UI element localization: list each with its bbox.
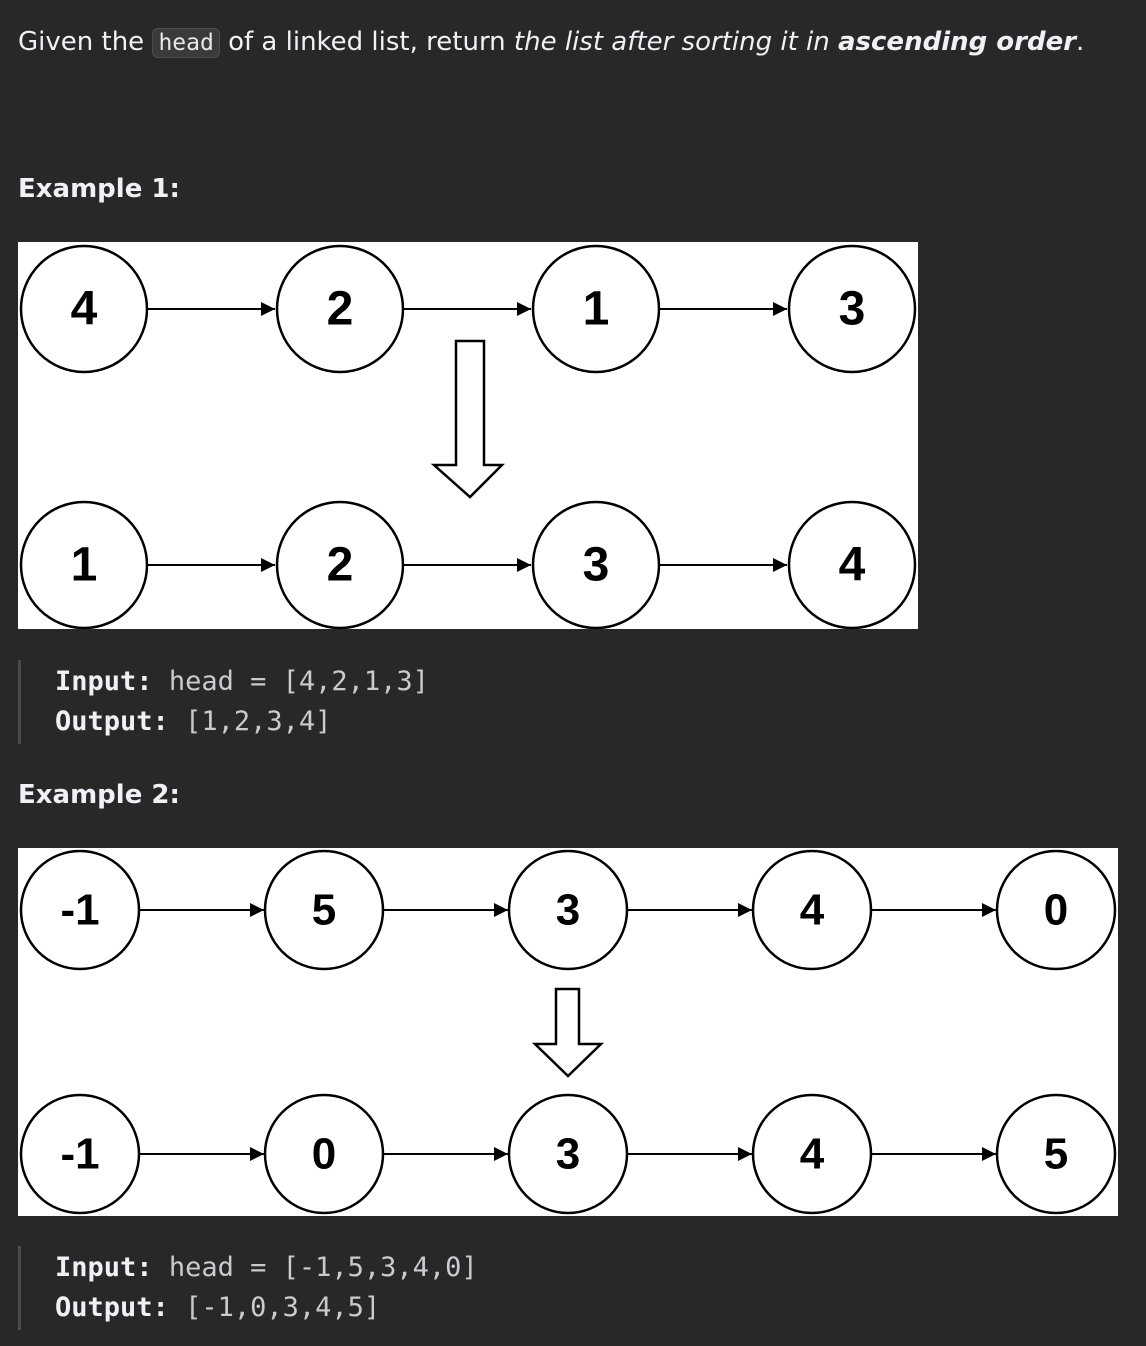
intro-prefix: Given the [18, 27, 145, 57]
node-value: 5 [312, 886, 336, 935]
node-value: 5 [1044, 1130, 1068, 1179]
example-1-diagram: 4 2 1 3 1 2 3 4 [18, 242, 918, 629]
list-node: 2 [275, 244, 405, 374]
output-label: Output: [55, 706, 169, 737]
list-node: 4 [751, 1093, 873, 1215]
list-node: 1 [19, 500, 149, 629]
node-value: 3 [556, 886, 580, 935]
sort-down-arrow [531, 987, 605, 1078]
node-value: 3 [556, 1130, 580, 1179]
node-value: -1 [60, 886, 99, 935]
example-2-diagram: -1 5 3 4 0 -1 0 3 4 5 [18, 848, 1118, 1216]
list-node: 3 [507, 1093, 629, 1215]
sort-down-arrow [430, 339, 506, 499]
example-2-heading: Example 2: [18, 780, 180, 810]
list-node: -1 [19, 1093, 141, 1215]
node-value: 3 [839, 283, 866, 336]
output-value: [-1,0,3,4,5] [185, 1292, 381, 1323]
node-value: 0 [312, 1130, 336, 1179]
node-value: -1 [60, 1130, 99, 1179]
input-label: Input: [55, 1252, 153, 1283]
output-label: Output: [55, 1292, 169, 1323]
node-value: 2 [327, 283, 354, 336]
list-node: 0 [995, 849, 1117, 971]
list-node: 4 [19, 244, 149, 374]
intro-suffix: . [1076, 27, 1085, 57]
list-node: -1 [19, 849, 141, 971]
node-value: 1 [583, 283, 610, 336]
list-node: 0 [263, 1093, 385, 1215]
list-node: 4 [751, 849, 873, 971]
node-value: 3 [583, 539, 610, 592]
input-value: head = [-1,5,3,4,0] [168, 1252, 478, 1283]
node-value: 4 [839, 539, 866, 592]
node-value: 4 [800, 1130, 825, 1179]
intro-emphasis: the list after sorting it in ascending o… [513, 27, 1077, 57]
example-1-io-block: Input: head = [4,2,1,3] Output: [1,2,3,4] [18, 660, 429, 744]
intro-strong: ascending order [838, 27, 1077, 57]
input-label: Input: [55, 666, 153, 697]
node-value: 2 [327, 539, 354, 592]
list-node: 3 [787, 244, 917, 374]
list-node: 5 [995, 1093, 1117, 1215]
example-1-heading: Example 1: [18, 174, 180, 204]
example-2-io-block: Input: head = [-1,5,3,4,0] Output: [-1,0,… [18, 1246, 478, 1330]
inline-code-head: head [152, 28, 220, 58]
list-node: 4 [787, 500, 917, 629]
list-node: 1 [531, 244, 661, 374]
node-value: 0 [1044, 886, 1068, 935]
problem-description: Given the head of a linked list, return … [18, 22, 1128, 63]
node-value: 1 [71, 539, 98, 592]
node-value: 4 [71, 283, 98, 336]
intro-middle: of a linked list, return [228, 27, 506, 57]
list-node: 5 [263, 849, 385, 971]
node-value: 4 [800, 886, 825, 935]
list-node: 3 [507, 849, 629, 971]
list-node: 3 [531, 500, 661, 629]
list-node: 2 [275, 500, 405, 629]
input-value: head = [4,2,1,3] [168, 666, 429, 697]
output-value: [1,2,3,4] [185, 706, 332, 737]
